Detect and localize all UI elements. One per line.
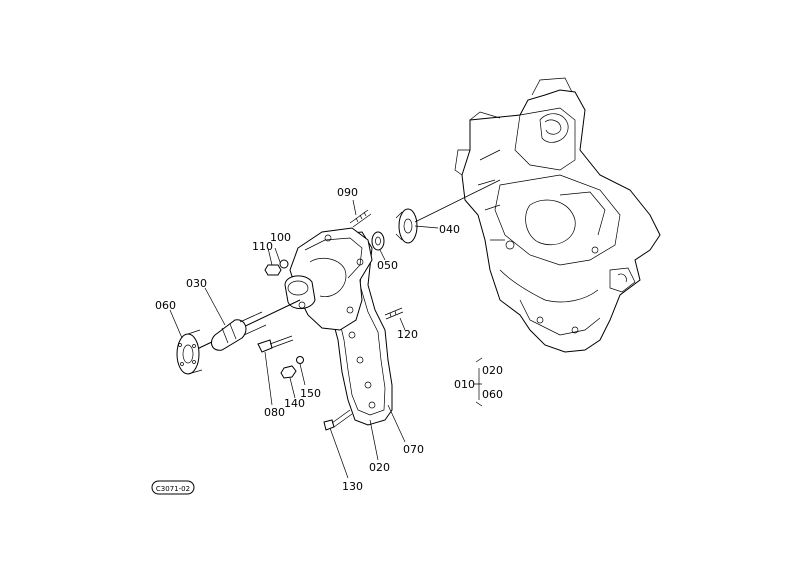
water-pump-body — [284, 227, 373, 331]
washer-150 — [296, 356, 304, 364]
impeller — [395, 208, 418, 244]
callout-030: 030 — [186, 277, 207, 290]
callout-110: 110 — [252, 240, 273, 253]
callout-020-gasket: 020 — [369, 461, 390, 474]
callout-010: 010 — [454, 378, 475, 391]
callout-labels: 090 040 050 110 100 030 060 120 080 140 … — [155, 186, 503, 493]
callout-080: 080 — [264, 406, 285, 419]
pump-shaft — [194, 299, 301, 351]
seal — [371, 231, 385, 251]
bolt-120 — [384, 307, 404, 320]
callout-100: 100 — [270, 231, 291, 244]
bolt-080 — [257, 335, 294, 353]
stud-bolt — [349, 209, 372, 228]
callout-120: 120 — [397, 328, 418, 341]
figure-code: C3071-02 — [156, 485, 190, 493]
engine-block — [454, 77, 661, 353]
callout-070: 070 — [403, 443, 424, 456]
leader-lines — [169, 179, 501, 479]
nut-140 — [280, 365, 297, 379]
nut-and-washer — [264, 259, 289, 276]
callout-060-assy: 060 — [482, 388, 503, 401]
bolt-130 — [323, 409, 353, 431]
callout-050: 050 — [377, 259, 398, 272]
callout-040: 040 — [439, 223, 460, 236]
callout-140: 140 — [284, 397, 305, 410]
callout-020-assy: 020 — [482, 364, 503, 377]
callout-090: 090 — [337, 186, 358, 199]
callout-130: 130 — [342, 480, 363, 493]
figure-code-badge: C3071-02 — [151, 480, 195, 495]
callout-060-left: 060 — [155, 299, 176, 312]
pulley-flange — [176, 329, 203, 375]
callout-150: 150 — [300, 387, 321, 400]
